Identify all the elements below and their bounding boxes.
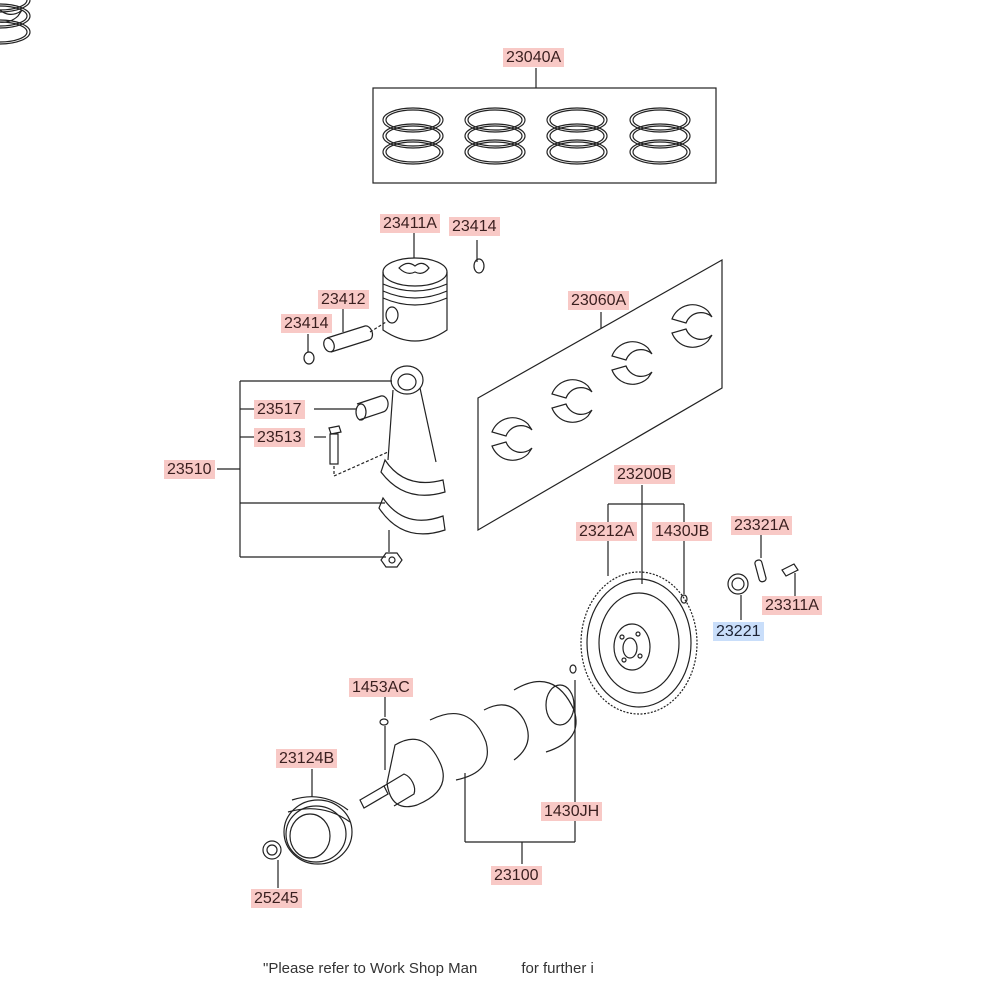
part-label-1430JH[interactable]: 1430JH [541, 802, 603, 821]
main-bearing-set-drawing [0, 9, 723, 532]
part-label-23124B[interactable]: 23124B [276, 749, 338, 768]
part-label-1453AC[interactable]: 1453AC [349, 678, 413, 697]
connecting-rod-drawing [217, 365, 446, 568]
part-label-23040A[interactable]: 23040A [503, 48, 565, 67]
part-label-25245[interactable]: 25245 [251, 889, 302, 908]
part-label-23311A[interactable]: 23311A [762, 596, 822, 615]
piston-ring-set-drawing [0, 0, 717, 184]
part-label-23513[interactable]: 23513 [254, 428, 305, 447]
part-label-23200B[interactable]: 23200B [614, 465, 676, 484]
part-label-1430JB[interactable]: 1430JB [652, 522, 713, 541]
part-label-23212A[interactable]: 23212A [576, 522, 638, 541]
part-label-23414-upper[interactable]: 23414 [449, 217, 500, 236]
part-label-23414-lower[interactable]: 23414 [281, 314, 332, 333]
part-label-23221[interactable]: 23221 [713, 622, 764, 641]
part-label-23100[interactable]: 23100 [491, 866, 542, 885]
footer-text-end: for further i [521, 960, 594, 977]
flywheel-drawing [580, 485, 799, 715]
piston-pin-drawing [303, 308, 387, 365]
footer-note: "Please refer to Work Shop Man for furthe… [263, 960, 594, 977]
part-label-23510[interactable]: 23510 [164, 460, 215, 479]
part-label-23411A[interactable]: 23411A [380, 214, 440, 233]
crankshaft-drawing [262, 664, 577, 888]
part-label-23412[interactable]: 23412 [318, 290, 369, 309]
part-label-23321A[interactable]: 23321A [731, 516, 793, 535]
footer-text-start: "Please refer to Work Shop Man [263, 960, 478, 977]
piston-drawing [382, 233, 485, 342]
part-label-23060A[interactable]: 23060A [568, 291, 630, 310]
part-label-23517[interactable]: 23517 [254, 400, 305, 419]
